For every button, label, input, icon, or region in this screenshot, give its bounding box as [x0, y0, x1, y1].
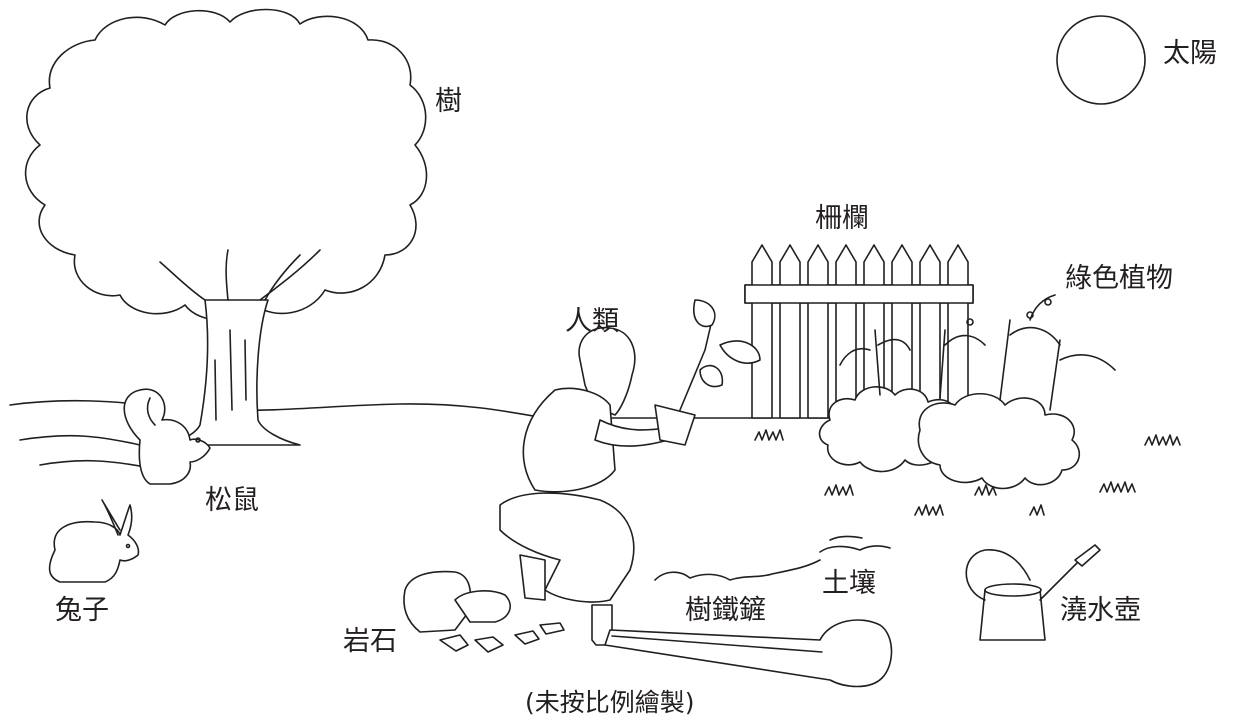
green-plants-icon: [818, 294, 1116, 490]
fence-label: 柵欄: [815, 203, 869, 234]
green-plants-label: 綠色植物: [1065, 263, 1173, 294]
fence-picket: [751, 244, 773, 419]
tree-label: 樹: [435, 86, 462, 117]
grass-tufts: [754, 429, 1181, 516]
shovel-icon: [591, 604, 893, 688]
sun-icon: [1056, 15, 1146, 105]
soil-icon: [654, 535, 891, 581]
rabbit-icon: [48, 499, 140, 583]
sun-label: 太陽: [1163, 38, 1217, 69]
rabbit-label: 兔子: [55, 595, 109, 626]
watering-can-icon: [965, 544, 1101, 641]
fence-picket: [835, 244, 857, 419]
fence-picket: [779, 244, 801, 419]
not-to-scale-note: (未按比例繪製): [525, 688, 695, 717]
fence-rail: [744, 284, 974, 304]
squirrel-label: 松鼠: [205, 485, 259, 516]
rock-icon: [403, 570, 565, 653]
human-label: 人類: [565, 306, 619, 337]
rock-label: 岩石: [343, 626, 397, 657]
shovel-label: 樹鐵鏟: [685, 595, 766, 626]
human-icon: [499, 299, 761, 603]
fence-picket: [807, 244, 829, 419]
watering-can-label: 澆水壺: [1060, 595, 1141, 626]
fence-picket: [919, 244, 941, 419]
fence-picket: [947, 244, 969, 419]
tree-icon: [24, 8, 428, 446]
soil-label: 土壤: [822, 568, 876, 599]
squirrel-icon: [123, 388, 211, 485]
fence-icon: [744, 244, 974, 419]
